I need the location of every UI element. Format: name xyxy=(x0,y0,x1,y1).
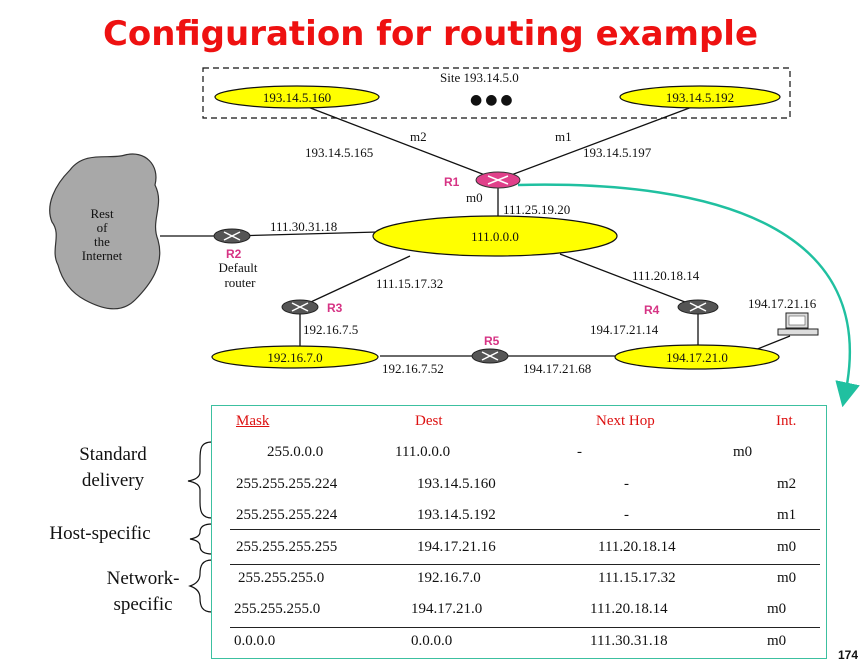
table-cell: 255.255.255.224 xyxy=(236,507,338,523)
group-label: Network- xyxy=(106,568,180,589)
table-cell: - xyxy=(624,507,629,523)
table-cell: - xyxy=(624,476,629,492)
router-r2-icon xyxy=(213,228,251,244)
network-left xyxy=(211,345,379,369)
router-r3-label: R3 xyxy=(327,301,343,315)
table-cell: - xyxy=(577,444,582,460)
table-divider xyxy=(230,627,820,628)
page-title: Configuration for routing example xyxy=(102,14,759,54)
table-cell: 193.14.5.192 xyxy=(417,507,496,523)
ip-label: 193.14.5.165 xyxy=(305,145,373,160)
router-r5-label: R5 xyxy=(484,334,500,348)
table-cell: m0 xyxy=(767,633,787,649)
table-cell: 255.0.0.0 xyxy=(267,444,324,460)
table-cell: 111.0.0.0 xyxy=(395,444,451,460)
group-label: delivery xyxy=(81,470,145,491)
table-cell: 193.14.5.160 xyxy=(417,476,496,492)
table-cell: m1 xyxy=(777,507,797,523)
site-dots: ●●● xyxy=(470,92,516,108)
group-label: Standard xyxy=(79,444,147,465)
network-label: 192.16.7.0 xyxy=(267,350,322,365)
network-site-right xyxy=(619,85,781,109)
table-header-dest: Dest xyxy=(415,413,443,429)
table-cell: 111.30.31.18 xyxy=(590,633,668,649)
interface-m0: m0 xyxy=(466,190,483,205)
router-r3-icon xyxy=(281,299,319,315)
ip-label: 192.16.7.52 xyxy=(382,361,444,376)
route-arrow xyxy=(517,183,860,408)
internet-cloud xyxy=(49,153,161,310)
table-cell: m2 xyxy=(777,476,797,492)
router-r5-icon xyxy=(471,348,509,364)
network-label: 193.14.5.160 xyxy=(263,90,331,105)
table-header-mask: Mask xyxy=(236,413,270,429)
r2-desc: Default xyxy=(219,260,258,275)
table-cell: 0.0.0.0 xyxy=(234,633,276,649)
group-brace xyxy=(187,441,213,613)
cloud-line: of xyxy=(97,220,109,235)
table-header-nexthop: Next Hop xyxy=(596,413,655,429)
page-number: 174 xyxy=(838,648,859,662)
table-cell: 0.0.0.0 xyxy=(411,633,453,649)
network-right xyxy=(614,344,780,370)
r2-desc: router xyxy=(224,275,256,290)
interface-m1: m1 xyxy=(555,129,572,144)
group-standard-delivery: Standard delivery xyxy=(48,442,178,494)
table-header-interface: Int. xyxy=(776,413,797,429)
ip-label: 194.17.21.16 xyxy=(748,296,817,311)
network-label: 194.17.21.0 xyxy=(666,350,728,365)
table-cell: 255.255.255.224 xyxy=(236,476,338,492)
table-cell: 194.17.21.16 xyxy=(417,539,496,555)
router-r4-icon xyxy=(677,299,719,315)
table-cell: 111.20.18.14 xyxy=(590,601,668,617)
table-cell: m0 xyxy=(767,601,787,617)
site-label: Site 193.14.5.0 xyxy=(440,70,519,85)
router-r4-label: R4 xyxy=(644,303,660,317)
table-cell: 111.15.17.32 xyxy=(598,570,676,586)
group-network-specific: Network- specific xyxy=(88,566,198,618)
computer-icon xyxy=(777,312,819,336)
site-box xyxy=(202,67,791,119)
cloud-line: Internet xyxy=(82,248,123,263)
cloud-line: Rest xyxy=(90,206,114,221)
routing-table xyxy=(211,405,827,659)
table-cell: m0 xyxy=(733,444,753,460)
table-cell: 192.16.7.0 xyxy=(417,570,481,586)
table-divider xyxy=(230,529,820,530)
ip-label: 194.17.21.14 xyxy=(590,322,659,337)
ip-label: 111.20.18.14 xyxy=(632,268,700,283)
table-cell: 111.20.18.14 xyxy=(598,539,676,555)
table-cell: 255.255.255.0 xyxy=(234,601,321,617)
group-host-specific: Host-specific xyxy=(49,523,151,544)
ip-label: 194.17.21.68 xyxy=(523,361,591,376)
table-cell: 194.17.21.0 xyxy=(411,601,483,617)
router-r1-icon xyxy=(475,171,521,189)
table-cell: 255.255.255.255 xyxy=(236,539,338,555)
network-label: 111.0.0.0 xyxy=(471,229,519,244)
router-r2-label: R2 xyxy=(226,247,242,261)
table-divider xyxy=(230,564,820,565)
table-cell: 255.255.255.0 xyxy=(238,570,325,586)
network-site-left xyxy=(214,85,380,109)
cloud-line: the xyxy=(94,234,110,249)
ip-label: 111.15.17.32 xyxy=(376,276,443,291)
table-cell: m0 xyxy=(777,539,797,555)
interface-m2: m2 xyxy=(410,129,427,144)
table-cell: m0 xyxy=(777,570,797,586)
ip-label: 193.14.5.197 xyxy=(583,145,652,160)
ip-label: 192.16.7.5 xyxy=(303,322,358,337)
network-center xyxy=(372,215,618,257)
group-label: specific xyxy=(113,594,173,615)
ip-label: 111.25.19.20 xyxy=(503,202,570,217)
router-r1-label: R1 xyxy=(444,175,460,189)
ip-label: 111.30.31.18 xyxy=(270,219,337,234)
network-label: 193.14.5.192 xyxy=(666,90,734,105)
